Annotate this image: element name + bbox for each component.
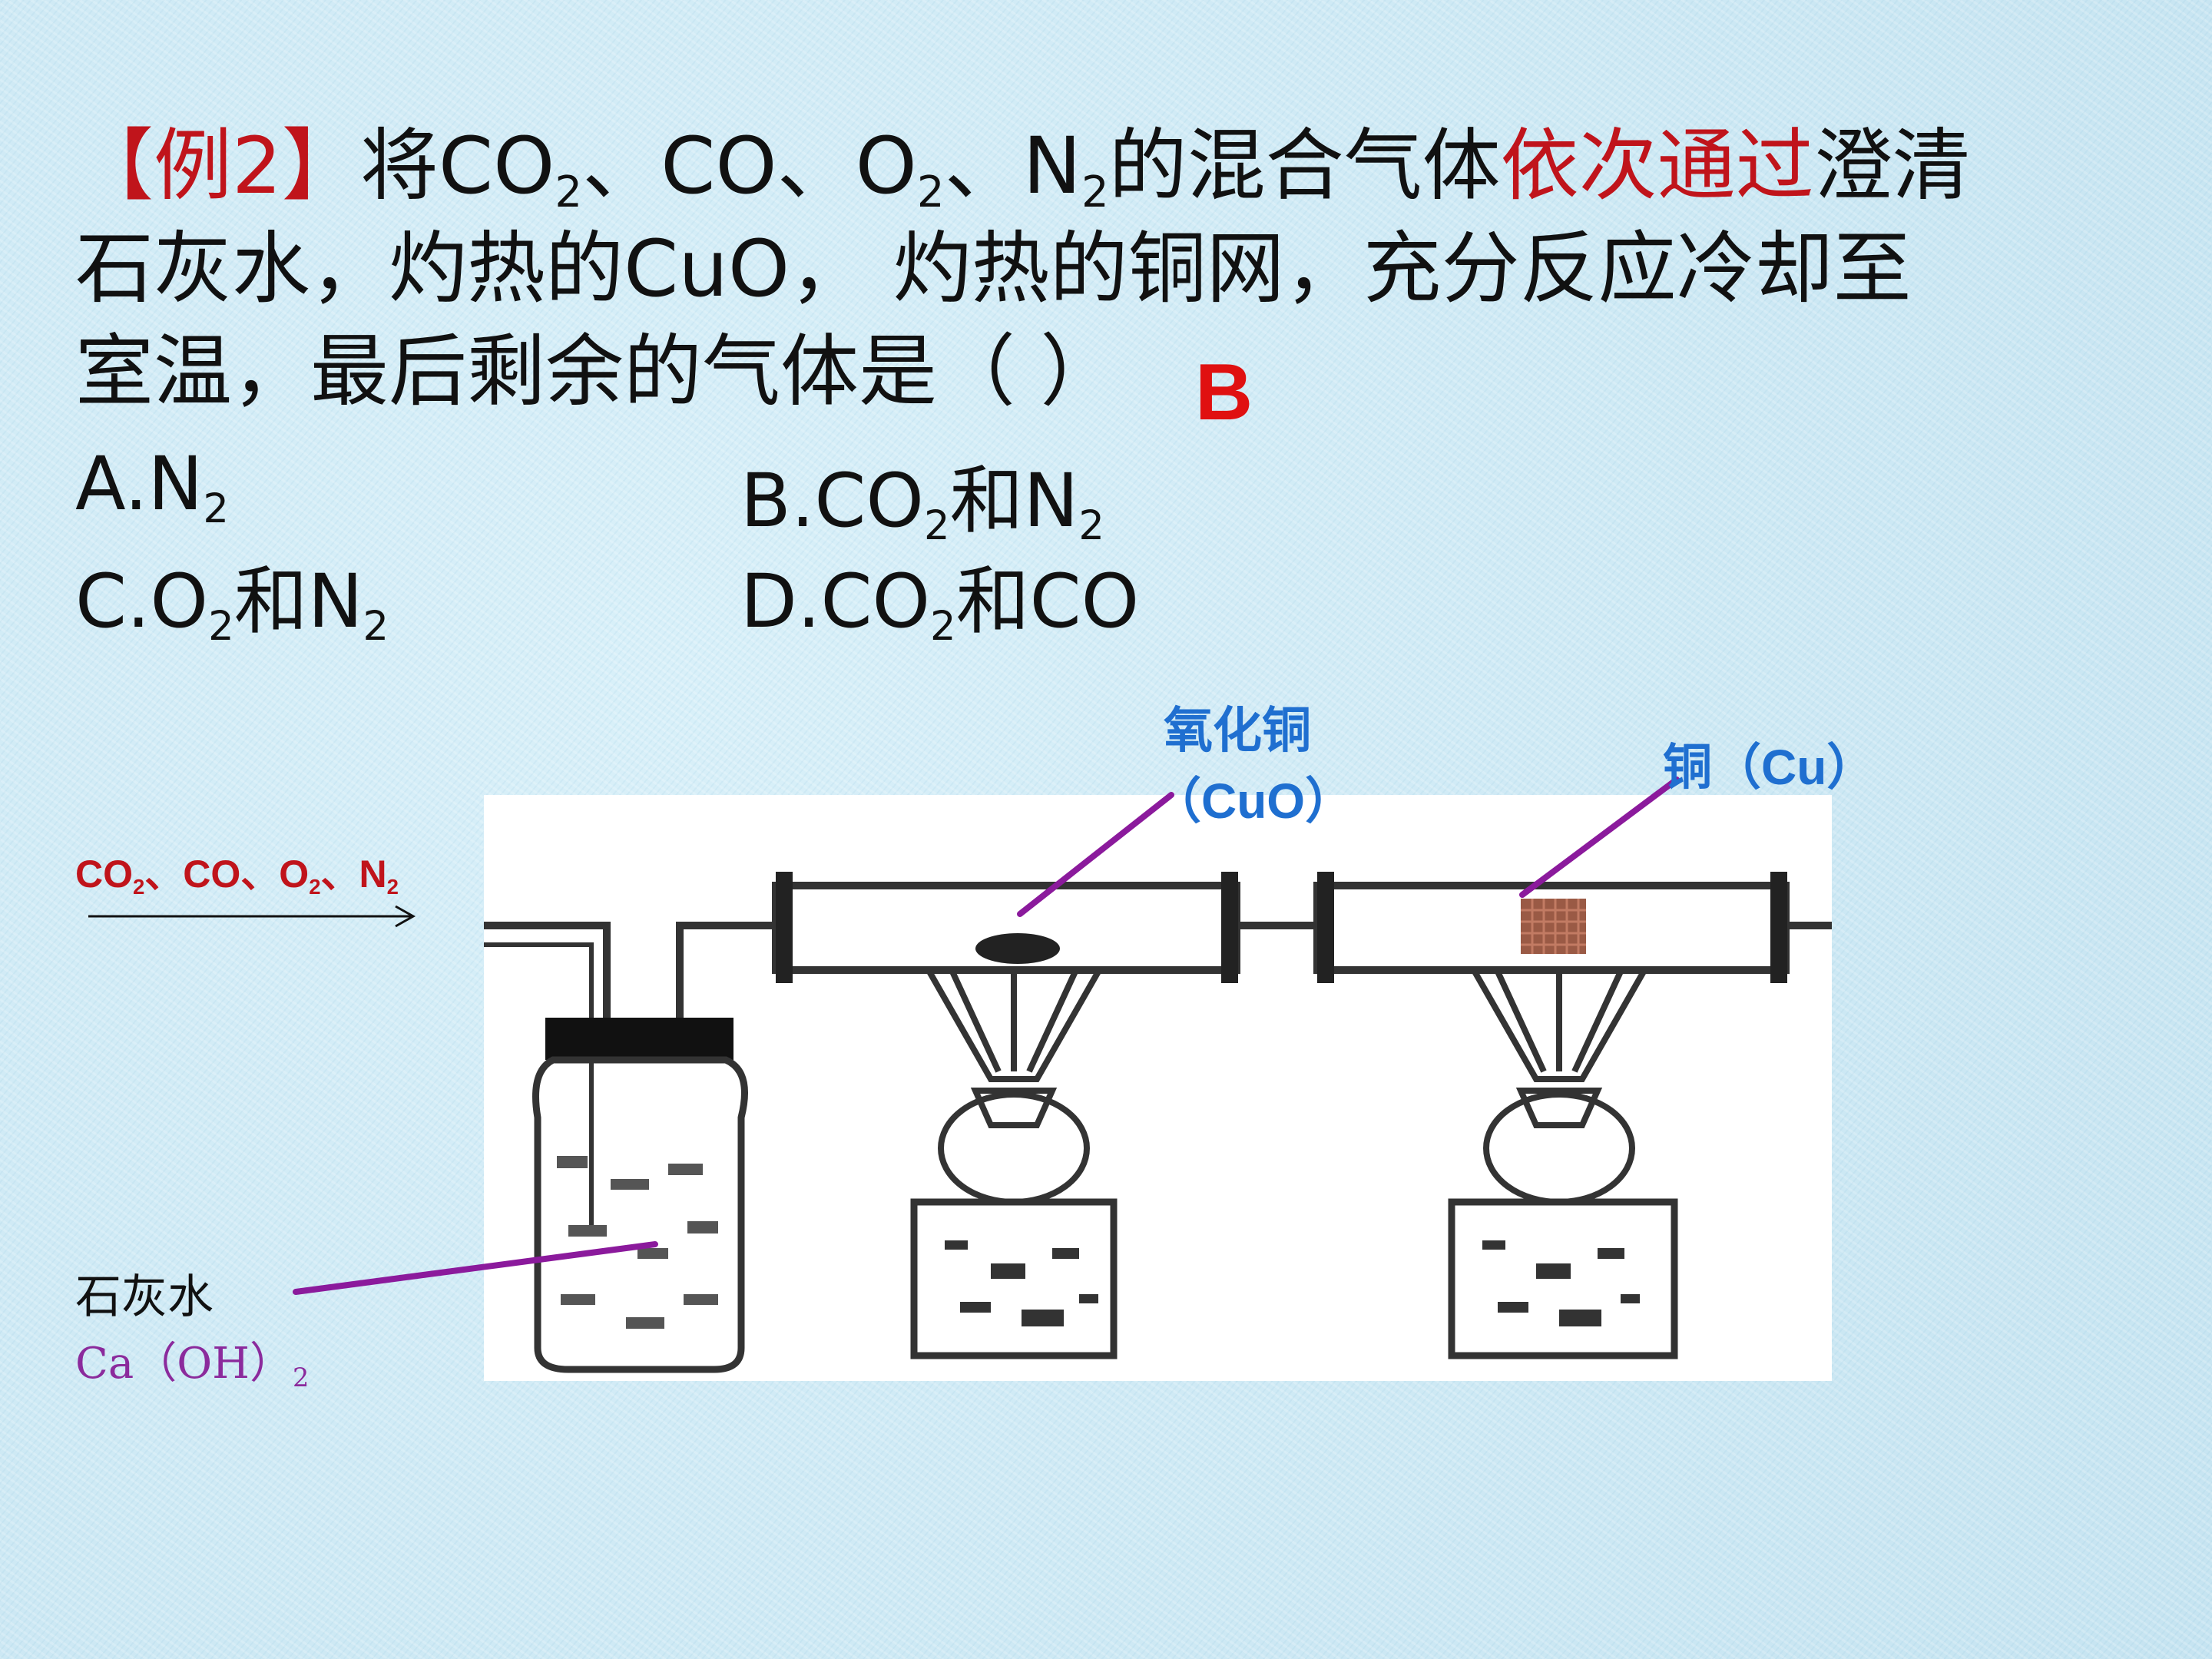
example-tag: 【例2】 [75, 121, 360, 212]
highlight-text: 依次通过 [1500, 121, 1814, 212]
question-text: 【例2】将CO2、CO、O2、N2的混合气体依次通过澄清 石灰水，灼热的CuO，… [75, 115, 2164, 424]
cuo-pointer-line [1017, 792, 1174, 917]
option-c: C.O2和N2 [75, 558, 389, 650]
burner-1 [910, 970, 1118, 1359]
limewater-label: 石灰水 [75, 1270, 214, 1324]
option-d: D.CO2和CO [740, 558, 1140, 650]
option-b: B.CO2和N2 [740, 458, 1104, 549]
apparatus-diagram [484, 795, 1832, 1381]
question-line-3: 室温，最后剩余的气体是（ ） [75, 326, 1119, 418]
limewater-liquid [557, 1156, 718, 1329]
copper-mesh-texture [1521, 899, 1586, 954]
cu-label: 铜（Cu） [1663, 740, 1876, 795]
question-line-1: 【例2】将CO2、CO、O2、N2的混合气体依次通过澄清 [75, 121, 1971, 217]
gas-flow-arrow [88, 905, 416, 928]
cuo-powder [975, 933, 1060, 964]
limewater-formula: Ca（OH）2 [75, 1339, 310, 1392]
answer-letter: B [1195, 348, 1253, 437]
burner-2 [1448, 970, 1678, 1359]
gas-mixture-label: CO2、CO、O2、N2 [75, 853, 399, 899]
question-line-2: 石灰水，灼热的CuO， 灼热的铜网，充分反应冷却至 [75, 224, 1912, 315]
inlet-pipe [484, 922, 611, 1056]
bottle-outlet-pipe [676, 922, 776, 1056]
apparatus-drawing [484, 872, 1832, 1373]
cuo-label: 氧化铜 （CuO） [1152, 703, 1355, 829]
cu-pointer-line [1519, 777, 1680, 898]
option-a: A.N2 [75, 441, 229, 532]
bottle-stopper [545, 1018, 733, 1060]
limewater-pointer-line [293, 1241, 658, 1295]
gas-washing-bottle [532, 1056, 748, 1373]
